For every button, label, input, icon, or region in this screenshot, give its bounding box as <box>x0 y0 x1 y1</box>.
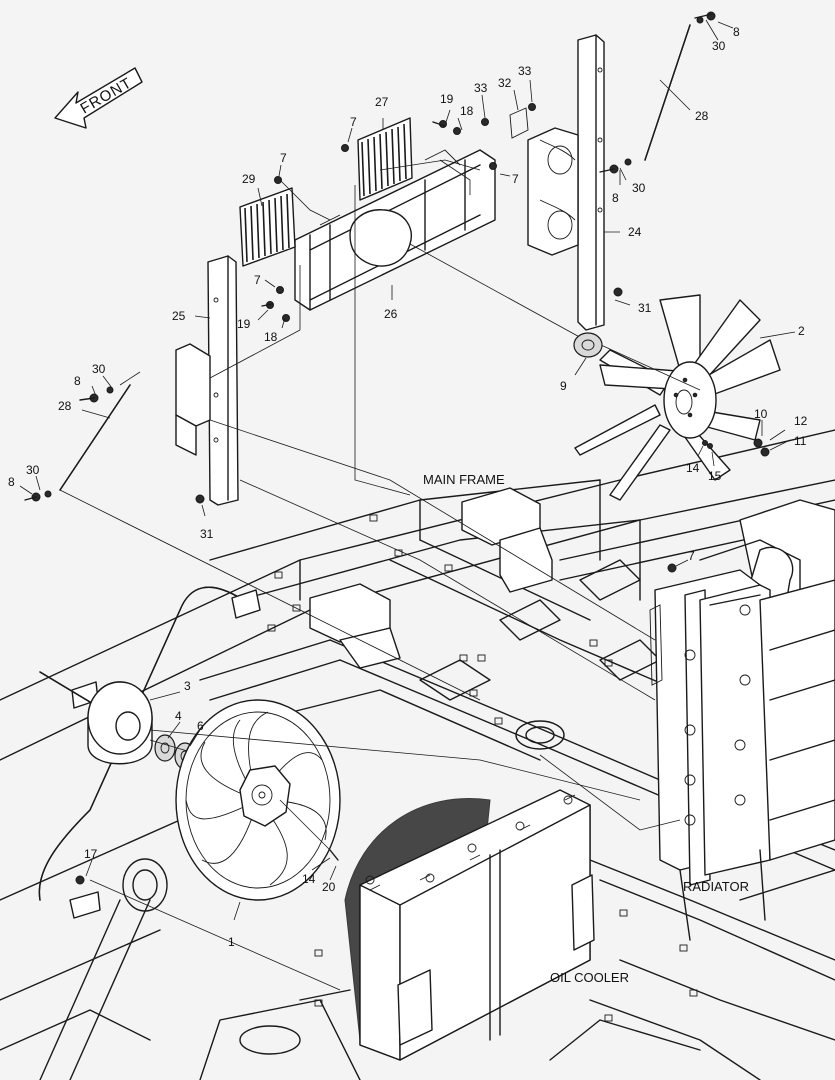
callout-30: 30 <box>92 362 106 376</box>
projection-lines <box>59 159 681 991</box>
part-25-left-side-panel <box>175 255 239 506</box>
radiator <box>649 499 835 941</box>
callout-32: 32 <box>498 76 512 90</box>
callout-12: 12 <box>794 414 808 428</box>
callout-29: 29 <box>242 172 256 186</box>
callout-30: 30 <box>632 181 646 195</box>
callout-30: 30 <box>26 463 40 477</box>
callout-14: 14 <box>302 872 316 886</box>
section-labels: MAIN FRAME RADIATOR OIL COOLER <box>423 472 749 985</box>
callout-2: 2 <box>798 324 805 338</box>
part-28-stay-rod <box>59 24 691 491</box>
callout-33: 33 <box>518 64 532 78</box>
main-frame-label: MAIN FRAME <box>423 472 505 487</box>
callout-17: 17 <box>84 847 98 861</box>
part-2-fan <box>574 294 781 501</box>
callout-7: 7 <box>254 273 261 287</box>
callout-7: 7 <box>350 115 357 129</box>
callout-19: 19 <box>440 92 454 106</box>
callout-28: 28 <box>695 109 709 123</box>
radiator-label: RADIATOR <box>683 879 749 894</box>
callout-14: 14 <box>686 461 700 475</box>
callout-7: 7 <box>688 549 695 563</box>
callout-9: 9 <box>560 379 567 393</box>
callout-25: 25 <box>172 309 186 323</box>
callout-31: 31 <box>638 301 652 315</box>
front-direction-arrow: FRONT <box>54 67 143 129</box>
callout-7: 7 <box>512 172 519 186</box>
oil-cooler-label: OIL COOLER <box>550 970 629 985</box>
front-arrow-label: FRONT <box>78 74 136 117</box>
callout-6: 6 <box>197 719 204 733</box>
callout-8: 8 <box>612 191 619 205</box>
callout-19: 19 <box>237 317 251 331</box>
callout-7: 7 <box>280 151 287 165</box>
callout-10: 10 <box>754 407 768 421</box>
part-3-fan-spacer <box>87 681 153 765</box>
callout-8: 8 <box>74 374 81 388</box>
callout-15: 15 <box>708 469 722 483</box>
callout-8: 8 <box>733 25 740 39</box>
callout-28: 28 <box>58 399 72 413</box>
callout-1: 1 <box>228 935 235 949</box>
callout-11: 11 <box>794 434 807 448</box>
fasteners <box>24 11 770 885</box>
callout-18: 18 <box>264 330 278 344</box>
callout-31: 31 <box>200 527 214 541</box>
callout-30: 30 <box>712 39 726 53</box>
callout-27: 27 <box>375 95 389 109</box>
callout-8: 8 <box>8 475 15 489</box>
callout-4: 4 <box>175 709 182 723</box>
callout-33: 33 <box>474 81 488 95</box>
callout-numbers: 8 30 28 33 32 33 19 18 27 7 7 29 7 8 30 … <box>8 25 808 949</box>
callout-3: 3 <box>184 679 191 693</box>
callout-24: 24 <box>628 225 642 239</box>
oil-cooler <box>344 789 595 1061</box>
callout-26: 26 <box>384 307 398 321</box>
part-27-grille <box>357 117 413 201</box>
part-9-spacer <box>573 332 603 358</box>
callout-18: 18 <box>460 104 474 118</box>
callout-20: 20 <box>322 880 336 894</box>
callout-leaders <box>19 19 796 921</box>
part-24-right-side-panel <box>527 34 605 331</box>
part-29-grille <box>239 187 296 267</box>
part-1-fan <box>175 699 341 901</box>
